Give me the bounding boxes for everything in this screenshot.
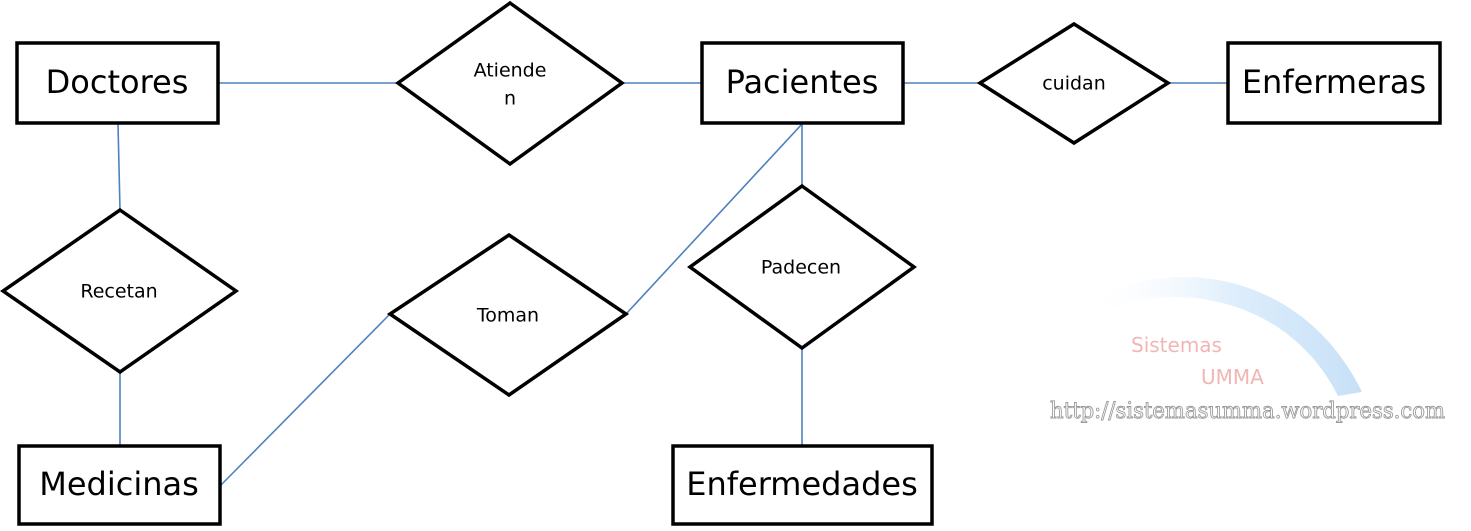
relationship-label: Toman [476,305,539,327]
entity-box [17,444,222,526]
watermark: Sistemas UMMA http://sistemasumma.wordpr… [1050,276,1446,424]
entity-label: Medicinas [39,465,199,503]
relationship-recetan: Recetan [0,207,240,375]
connector-toman-pacientes [625,123,803,315]
relationship-padecen: Padecen [687,183,917,351]
relationship-diamond [687,183,917,351]
entity-label: Pacientes [726,63,879,101]
entity-box [671,444,934,526]
relationship-label: cuidan [1042,73,1106,95]
relationship-atienden: Atiende n [395,0,625,167]
relationship-diamond [395,0,625,167]
entity-medicinas: Medicinas [17,444,222,526]
relationship-label-line2: n [504,88,516,110]
watermark-title-line2: UMMA [1201,365,1264,389]
connector-medicinas-toman [220,313,391,486]
entity-box [1226,41,1442,125]
entity-doctores: Doctores [15,41,220,125]
relationship-label-line1: Atiende [474,60,547,82]
entity-box [700,41,905,125]
relationship-label: Padecen [761,257,841,279]
relationship-toman: Toman [386,232,630,398]
watermark-title-line1: Sistemas [1131,333,1222,357]
entity-enfermedades: Enfermedades [671,444,934,526]
relationship-label: Recetan [80,281,157,303]
relationship-diamond [0,207,240,375]
entity-enfermeras: Enfermeras [1226,41,1442,125]
entity-label: Doctores [46,63,189,101]
entity-box [15,41,220,125]
watermark-arc [1085,276,1362,396]
connector-doctores-recetan [117,123,121,211]
entity-label: Enfermeras [1242,63,1426,101]
relationship-cuidan: cuidan [976,21,1172,146]
relationship-diamond [976,21,1172,146]
entity-label: Enfermedades [686,465,918,503]
relationship-diamond [386,232,630,398]
entity-pacientes: Pacientes [700,41,905,125]
watermark-url: http://sistemasumma.wordpress.com [1050,399,1445,424]
connectors [117,82,1228,486]
